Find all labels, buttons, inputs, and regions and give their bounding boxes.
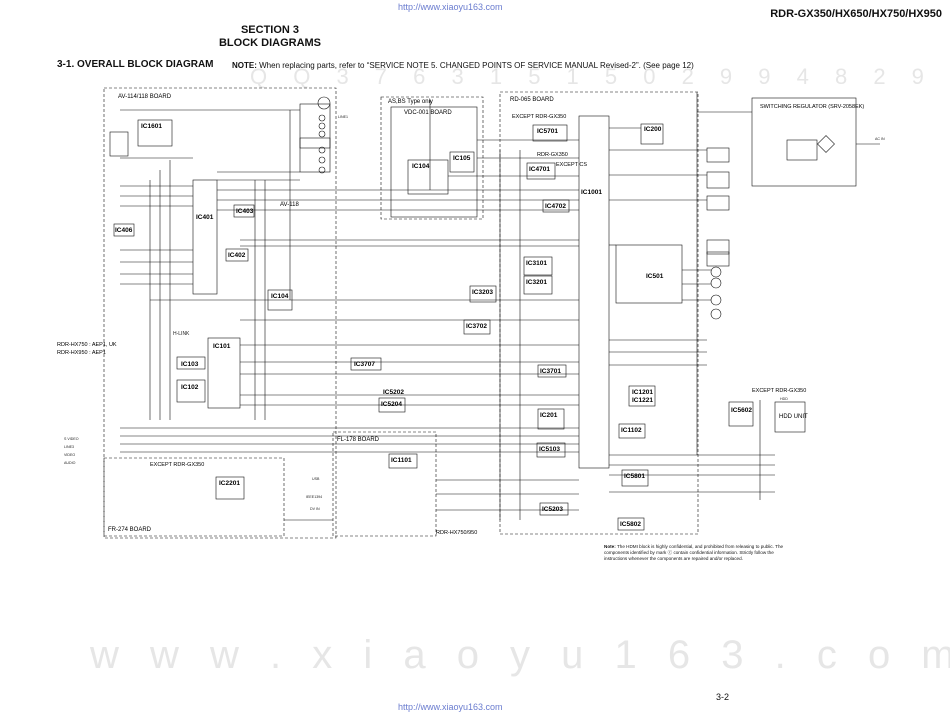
- vdc-inner: [390, 106, 478, 218]
- header-note: NOTE: When replacing parts, refer to “SE…: [232, 61, 792, 70]
- usb-label: USB: [312, 477, 320, 481]
- ic5202-label: IC5202: [383, 389, 404, 396]
- watermark: w w w . x i a o y u 1 6 3 . c o m: [89, 633, 950, 677]
- page-number: 3-2: [716, 692, 730, 702]
- switching-regulator-label: SWITCHING REGULATOR (SRV-2058EK): [760, 104, 864, 110]
- ic1221-label: IC1221: [632, 397, 653, 404]
- ieee-label: IEEE1394: [306, 495, 322, 499]
- ac-in-label: AC IN: [875, 137, 885, 141]
- footer-url[interactable]: http://www.xiaoyu163.com: [398, 702, 503, 712]
- ic4702-label: IC4702: [545, 203, 566, 210]
- ic1102-label: IC1102: [621, 427, 642, 434]
- header-url[interactable]: http://www.xiaoyu163.com: [398, 2, 503, 12]
- hdd-unit-label: HDD UNIT: [779, 414, 808, 420]
- footer-note: Note: The HDMI block is highly confident…: [604, 544, 784, 562]
- except-cs-label: EXCEPT CS: [556, 162, 587, 168]
- ic401-label: IC401: [196, 214, 214, 221]
- ic4701-label: IC4701: [529, 166, 550, 173]
- rdr-hx750-label: RDR-HX750 : AEP1, UK: [57, 342, 117, 348]
- ic5801-label: IC5801: [624, 473, 645, 480]
- section-number: SECTION 3: [240, 24, 300, 36]
- rd-board-title: RD-065 BOARD: [510, 97, 554, 103]
- regulator-outline: [751, 97, 857, 187]
- ic3702-label: IC3702: [466, 323, 487, 330]
- av118-label: AV-118: [280, 202, 299, 208]
- watermark-top: Q Q 3 7 6 3 1 5 1 5 0 2 9 9 4 8 2 9 8: [250, 64, 950, 89]
- av-board-outline: [103, 87, 337, 539]
- ic103-label: IC103: [181, 361, 199, 368]
- audio-label: AUDIO: [64, 461, 76, 465]
- ic104-label: IC104: [271, 293, 289, 300]
- av-board-title: AV-114/118 BOARD: [118, 94, 172, 100]
- ic201-label: IC201: [540, 412, 558, 419]
- rdr-hx750-950-label: RDR-HX750/950: [436, 530, 477, 536]
- ic104v-label: IC104: [412, 163, 430, 170]
- ic5203-label: IC5203: [542, 506, 563, 513]
- dv-in-label: DV IN: [310, 507, 320, 511]
- ic501-label: IC501: [646, 273, 664, 280]
- ic3701-label: IC3701: [540, 368, 561, 375]
- ic102-label: IC102: [181, 384, 199, 391]
- ic3101-label: IC3101: [526, 260, 547, 267]
- footer-note-label: Note:: [604, 544, 616, 549]
- ic1101-label: IC1101: [391, 457, 412, 464]
- ic5103-label: IC5103: [539, 446, 560, 453]
- page-heading: 3-1. OVERALL BLOCK DIAGRAM: [57, 59, 214, 70]
- ic3201-label: IC3201: [526, 279, 547, 286]
- hdd-short-label: HDD: [780, 397, 788, 401]
- vdc-board-title: VDC-001 BOARD: [404, 110, 452, 116]
- ic406-label: IC406: [115, 227, 133, 234]
- ic5701-label: IC5701: [537, 128, 558, 135]
- line3-label: LINE3: [64, 445, 74, 449]
- ic101-label: IC101: [213, 343, 231, 350]
- ic1001-body: [578, 115, 610, 469]
- ic403-label: IC403: [236, 208, 254, 215]
- video-label: VIDEO: [64, 453, 75, 457]
- section-name: BLOCK DIAGRAMS: [218, 37, 322, 49]
- ic501-body: [615, 244, 683, 304]
- hdd-unit-box: [774, 401, 806, 433]
- ic200-label: IC200: [644, 126, 662, 133]
- fl-board-title: FL-178 BOARD: [337, 437, 380, 443]
- header-note-label: NOTE:: [232, 61, 257, 70]
- except-gx350-rd-label: EXCEPT RDR-GX350: [512, 114, 566, 120]
- ic401-body: [192, 179, 218, 295]
- fr-board-title: FR-274 BOARD: [108, 527, 152, 533]
- ic105-label: IC105: [453, 155, 471, 162]
- except-gx350-fr-label: EXCEPT RDR-GX350: [150, 462, 204, 468]
- ic2201-label: IC2201: [219, 480, 240, 487]
- line1-label: LINE1: [338, 115, 348, 119]
- footer-note-text: The HDMI block is highly confidential, a…: [604, 544, 784, 561]
- ic402-label: IC402: [228, 252, 246, 259]
- ic3203-label: IC3203: [472, 289, 493, 296]
- section-title: SECTION 3 BLOCK DIAGRAMS: [205, 24, 335, 50]
- ic1001-label: IC1001: [581, 189, 602, 196]
- fr-board-outline: [103, 457, 285, 537]
- ic5204-label: IC5204: [381, 401, 402, 408]
- rdr-gx350-label: RDR-GX350: [537, 152, 568, 158]
- model-title: RDR-GX350/HX650/HX750/HX950: [770, 8, 942, 20]
- svideo-label: S VIDEO: [64, 437, 79, 441]
- ic3707-label: IC3707: [354, 361, 375, 368]
- ic1201-label: IC1201: [632, 389, 653, 396]
- ic1601-body: [137, 119, 173, 147]
- ic5602-label: IC5602: [731, 407, 752, 414]
- ic1601-label: IC1601: [141, 123, 162, 130]
- except-gx350-hdd-label: EXCEPT RDR-GX350: [752, 388, 806, 394]
- asbs-type-label: AS,BS Type only: [388, 99, 433, 105]
- rdr-hx950-label: RDR-HX950 : AEP1: [57, 350, 106, 356]
- ic101-body: [207, 337, 241, 409]
- fl-board-outline: [332, 431, 437, 537]
- header-note-text: When replacing parts, refer to “SERVICE …: [259, 61, 694, 70]
- ic5802-label: IC5802: [620, 521, 641, 528]
- hlink-label: H-LINK: [173, 331, 190, 337]
